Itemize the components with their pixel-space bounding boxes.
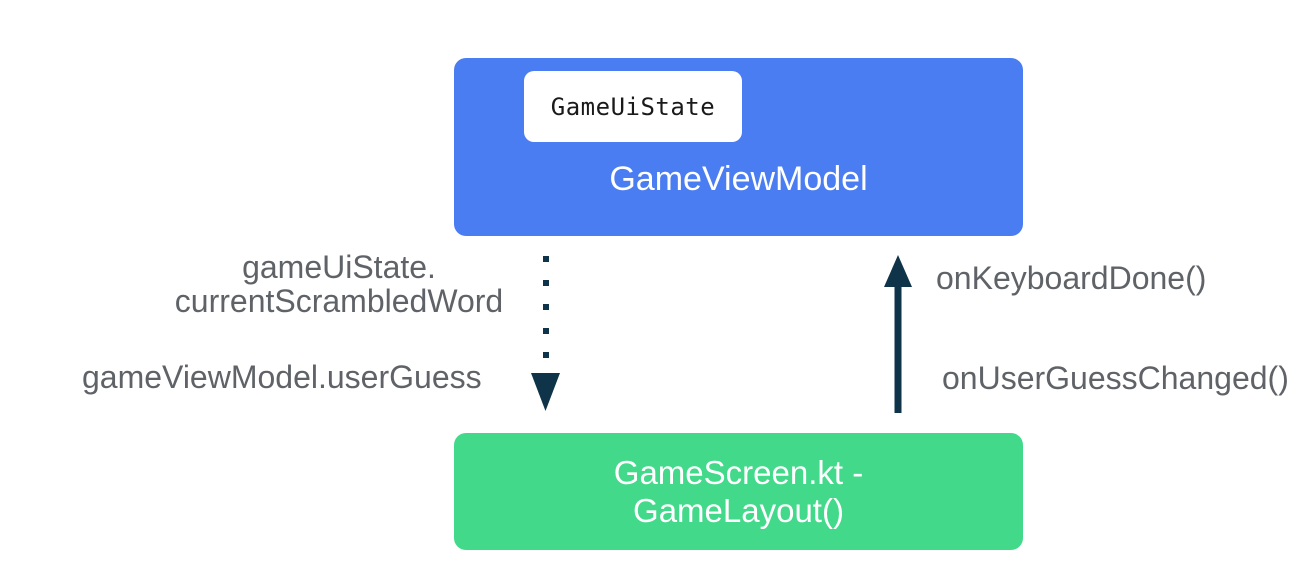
game-screen-title-line1: GameScreen.kt - bbox=[613, 453, 864, 491]
on-keyboard-done-label: onKeyboardDone() bbox=[936, 260, 1207, 296]
game-screen-box: GameScreen.kt - GameLayout() bbox=[454, 433, 1023, 550]
viewmodel-title: GameViewModel bbox=[609, 160, 868, 198]
dotted-arrow-down-icon bbox=[531, 256, 560, 411]
state-flow-label: gameUiState. currentScrambledWord bbox=[143, 250, 535, 318]
game-ui-state-label: GameUiState bbox=[550, 92, 716, 121]
game-ui-state-chip: GameUiState bbox=[524, 71, 742, 142]
on-user-guess-changed-label: onUserGuessChanged() bbox=[942, 360, 1289, 396]
solid-arrow-up-icon bbox=[884, 255, 912, 413]
user-guess-label: gameViewModel.userGuess bbox=[82, 359, 482, 395]
state-flow-label-line2: currentScrambledWord bbox=[174, 283, 504, 319]
viewmodel-box: GameUiState GameViewModel bbox=[454, 58, 1023, 236]
game-screen-title-line2: GameLayout() bbox=[633, 491, 844, 529]
state-flow-label-line1: gameUiState. bbox=[242, 249, 436, 285]
